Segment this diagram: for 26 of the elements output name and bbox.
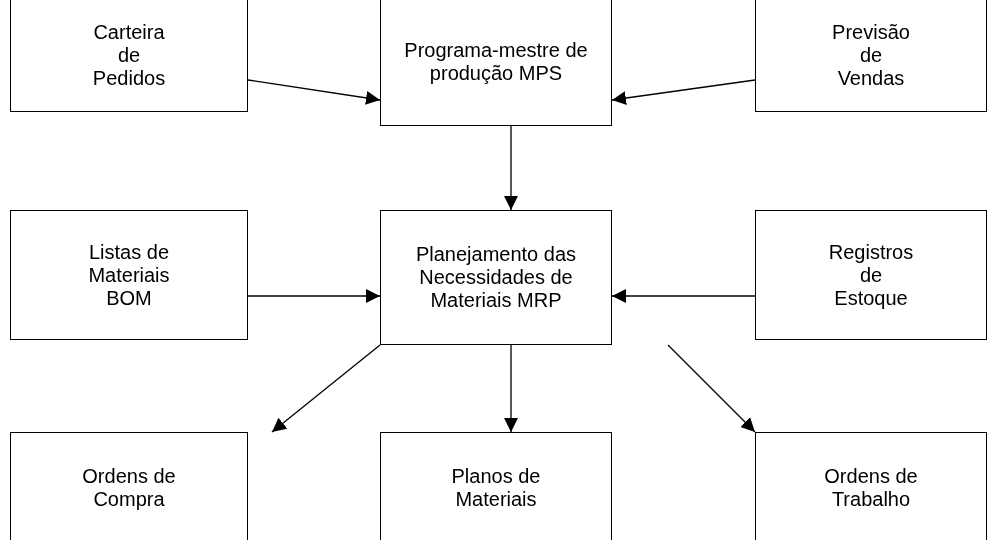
process-box (380, 432, 612, 540)
process-box (755, 210, 987, 340)
process-box (755, 432, 987, 540)
arrow (504, 344, 518, 433)
box-label: Registros de Estoque (827, 240, 915, 310)
box-label: Listas de Materiais BOM (87, 240, 171, 310)
box-label: Planos de Materiais (450, 465, 542, 511)
arrow (667, 344, 756, 433)
box-label: Carteira de Pedidos (91, 20, 167, 90)
process-box (755, 0, 987, 112)
process-box (380, 210, 612, 345)
process-box (10, 210, 248, 340)
arrow (247, 289, 381, 303)
arrow (247, 79, 381, 105)
arrow (611, 289, 756, 303)
arrow (504, 125, 518, 211)
process-box (380, 0, 612, 126)
box-label: Previsão de Vendas (831, 20, 911, 90)
box-label: Programa-mestre de produção MPS (403, 39, 589, 85)
box-label: Ordens de Trabalho (823, 465, 919, 511)
process-box (10, 432, 248, 540)
box-label: Ordens de Compra (81, 465, 177, 511)
arrow (611, 79, 756, 105)
process-box (10, 0, 248, 112)
box-label: Planejamento das Necessidades de Materiais MRP (414, 243, 578, 312)
arrow (271, 344, 381, 433)
